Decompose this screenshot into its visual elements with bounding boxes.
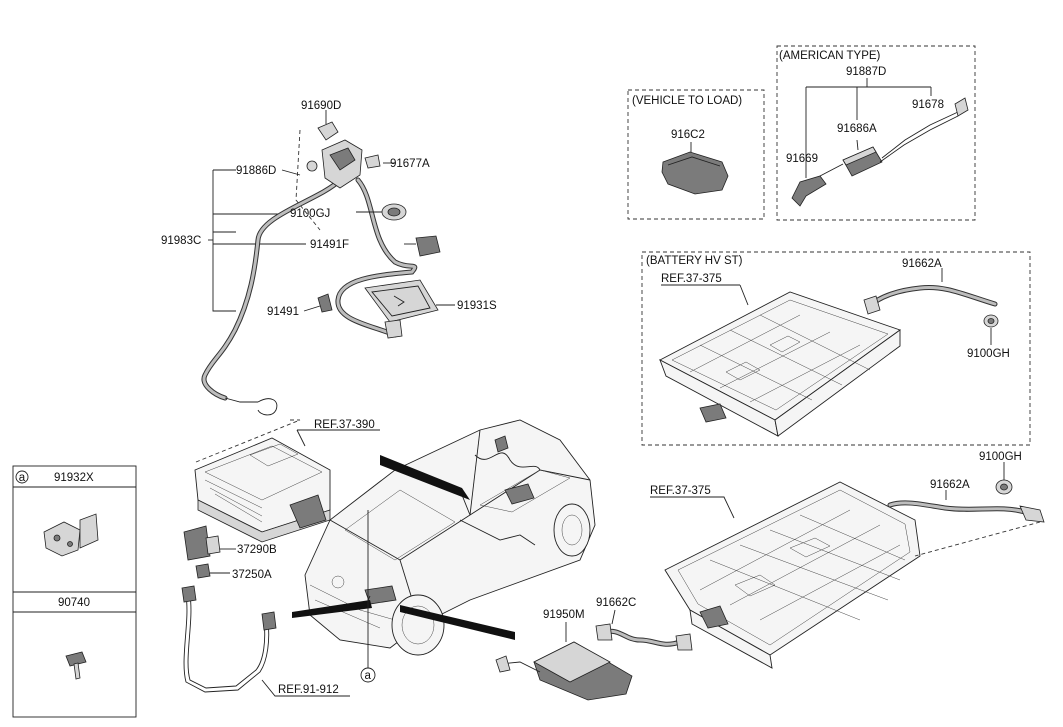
part-label-91662A-bottom[interactable]: 91662A: [930, 479, 970, 491]
ref-label-37-375-bottom[interactable]: REF.37-375: [650, 485, 711, 497]
ref-label-91-912[interactable]: REF.91-912: [278, 684, 339, 696]
callout-panel-marker-letter: a: [19, 472, 26, 484]
vehicle-callout-marker[interactable]: [360, 667, 376, 683]
part-label-916C2[interactable]: 916C2: [671, 129, 705, 141]
main-battery-assembly: [495, 462, 1045, 701]
callout-panel: [12, 465, 137, 718]
battery-hv-st-section: [641, 251, 1031, 446]
part-label-9100GJ[interactable]: 9100GJ: [290, 208, 330, 220]
part-label-91678[interactable]: 91678: [912, 99, 944, 111]
vehicle-callout-letter: a: [365, 670, 372, 682]
part-label-91886D[interactable]: 91886D: [236, 165, 276, 177]
part-label-91887D[interactable]: 91887D: [846, 66, 886, 78]
section-title-vehicle-to-load: (VEHICLE TO LOAD): [632, 95, 742, 107]
callout-panel-marker: [15, 470, 29, 484]
part-label-91686A[interactable]: 91686A: [837, 123, 877, 135]
part-label-91491F[interactable]: 91491F: [310, 239, 349, 251]
american-type-section: [776, 45, 976, 221]
part-label-91931S[interactable]: 91931S: [457, 300, 497, 312]
ref-label-37-390[interactable]: REF.37-390: [314, 419, 375, 431]
part-label-91950M[interactable]: 91950M: [543, 609, 585, 621]
part-label-91983C[interactable]: 91983C: [161, 235, 201, 247]
part-label-90740[interactable]: 90740: [58, 597, 90, 609]
part-label-37250A[interactable]: 37250A: [232, 569, 272, 581]
charging-harness-assembly: [201, 110, 455, 416]
part-label-37290B[interactable]: 37290B: [237, 544, 277, 556]
part-label-91662A-top[interactable]: 91662A: [902, 258, 942, 270]
part-label-91669[interactable]: 91669: [786, 153, 818, 165]
section-title-american-type: (AMERICAN TYPE): [779, 50, 881, 62]
part-label-91662C[interactable]: 91662C: [596, 597, 636, 609]
part-label-91491[interactable]: 91491: [267, 306, 299, 318]
vehicle-illustration: [292, 419, 596, 668]
part-label-91932X[interactable]: 91932X: [54, 472, 94, 484]
ref-label-37-375-top[interactable]: REF.37-375: [661, 273, 722, 285]
section-title-battery-hv-st: (BATTERY HV ST): [646, 255, 743, 267]
part-label-9100GH-bottom[interactable]: 9100GH: [979, 451, 1022, 463]
part-label-91677A[interactable]: 91677A: [390, 158, 430, 170]
vehicle-to-load-section: [627, 89, 765, 220]
part-label-91690D[interactable]: 91690D: [301, 100, 341, 112]
part-label-9100GH-top[interactable]: 9100GH: [967, 348, 1010, 360]
